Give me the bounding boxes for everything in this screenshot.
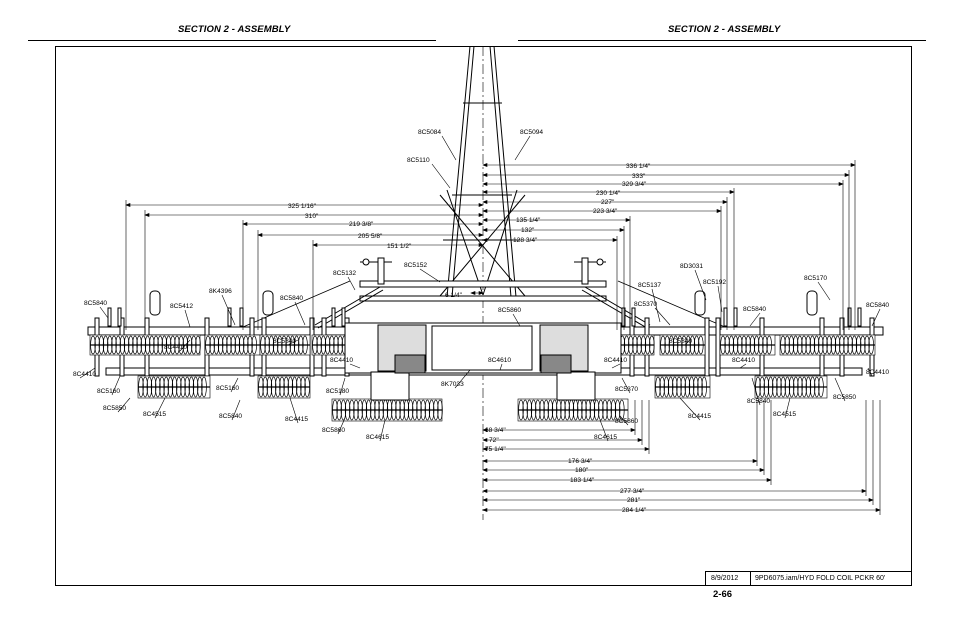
dim-132: 132" [521,227,535,234]
center-section [344,257,622,401]
callout-8C5094: 8C5094 [520,129,543,136]
title-block-date: 8/9/2012 [705,571,751,586]
dim-336-1-4: 336 1/4" [626,163,651,170]
callout-8C4515-a: 8C4515 [143,411,166,418]
callout-8C5840-h: 8C5840 [219,413,242,420]
dim-75-1-4: 75 1/4" [485,446,506,453]
callout-8C4410-f: 8C4410 [866,369,889,376]
dim-230-1-4: 230 1/4" [596,190,621,197]
callout-8C5840-e: 8C5840 [273,338,296,345]
callout-8C5370-a: 8C5370 [634,301,657,308]
dim-333: 333" [632,173,646,180]
callout-8C5860-a: 8C5860 [498,307,521,314]
hitch-tongue [439,45,526,298]
callout-8C4410-d: 8C4410 [732,357,755,364]
page-number: 2-66 [713,589,733,600]
callout-8C5084: 8C5084 [418,129,441,136]
callout-8K7033: 8K7033 [441,381,464,388]
dim-310: 310" [305,213,319,220]
dim-205-5-8: 205 5/8" [358,233,383,240]
callout-8D3031: 8D3031 [680,263,703,270]
callout-8K4396: 8K4396 [209,288,232,295]
dim-223-3-4: 223 3/4" [593,208,618,215]
callout-8C5370-b: 8C5370 [615,386,638,393]
callout-8C4410-a: 8C4410 [164,344,187,351]
dim-281: 281" [627,497,641,504]
header-rule-right [518,40,926,41]
dim-180: 180" [575,467,589,474]
dim-151-1-2: 151 1/2" [387,243,412,250]
dim-183-1-4: 183 1/4" [570,477,595,484]
callout-8C4615-b: 8C4615 [594,434,617,441]
dim-72: 72" [489,437,499,444]
dim-6-1-4: 6 1/4" [445,292,463,299]
callout-8C5840-b: 8C5840 [280,295,303,302]
dimension-lines [125,160,881,515]
callout-8C5180: 8C5180 [326,388,349,395]
callout-8C4410-b: 8C4410 [330,357,353,364]
dim-227: 227" [601,199,615,206]
dim-329-3-4: 329 3/4" [622,181,647,188]
callout-8C5850-b: 8C5850 [833,394,856,401]
dimension-labels: 325 1/16" 310" 219 3/8" 205 5/8" 151 1/2… [288,163,651,514]
dim-176-3-4: 176 3/4" [568,458,593,465]
dim-284-1-4: 284 1/4" [622,507,647,514]
leader-lines [79,135,881,442]
dim-277-3-4: 277 3/4" [620,488,645,495]
section-header-left: SECTION 2 - ASSEMBLY [178,24,291,35]
callout-8C5860-b: 8C5860 [615,418,638,425]
callout-8C4410-c: 8C4410 [604,357,627,364]
callout-8C4415-b: 8C4415 [688,413,711,420]
callout-8C5840-c: 8C5840 [743,306,766,313]
callout-8C5412: 8C5412 [170,303,193,310]
dim-128-3-4: 128 3/4" [513,237,538,244]
callout-8C5840-f: 8C5840 [669,338,692,345]
callout-8C5152: 8C5152 [404,262,427,269]
callout-8C5160-a: 8C5160 [97,388,120,395]
dim-135-1-4: 135 1/4" [516,217,541,224]
section-header-right: SECTION 2 - ASSEMBLY [668,24,781,35]
callout-8C4610: 8C4610 [488,357,511,364]
callout-8C5192: 8C5192 [703,279,726,286]
callout-8C5160-b: 8C5160 [216,385,239,392]
wing-wheels [149,290,818,316]
callout-8C5850-a: 8C5850 [103,405,126,412]
callout-8C5860-c: 8C5860 [322,427,345,434]
callout-8C5137: 8C5137 [638,282,661,289]
callout-8C5110: 8C5110 [407,157,430,164]
callout-8C5840-a: 8C5840 [84,300,107,307]
callout-8C4515-b: 8C4515 [773,411,796,418]
dim-219-3-8: 219 3/8" [349,221,374,228]
title-block-file: 9PD6075.iam/HYD FOLD COIL PCKR 60' [750,571,912,586]
drawing-frame [55,46,912,586]
callout-8C5132: 8C5132 [333,270,356,277]
callout-8C5170: 8C5170 [804,275,827,282]
dim-68-3-4: 68 3/4" [485,427,506,434]
callout-8C5840-d: 8C5840 [866,302,889,309]
header-rule-left [28,40,436,41]
dim-325-1-16: 325 1/16" [288,203,317,210]
callout-8C4615-a: 8C4615 [366,434,389,441]
